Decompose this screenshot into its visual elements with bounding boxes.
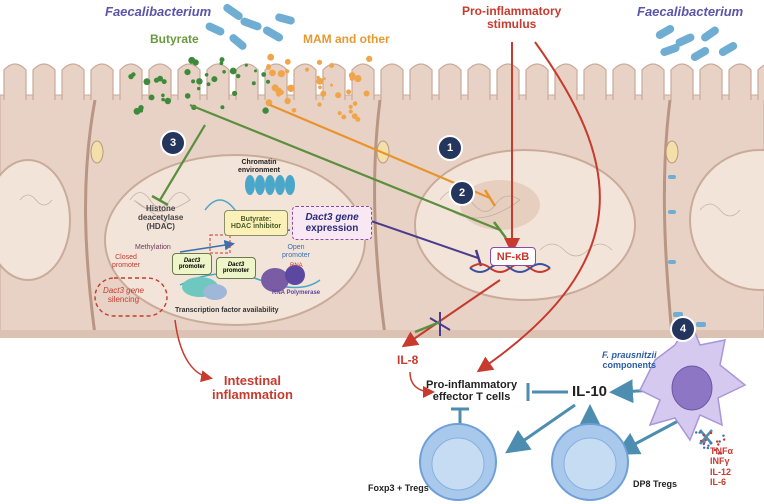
rna-polymerase-label: RNA Polymerase — [272, 290, 321, 296]
chromatin-label: Chromatin environment — [238, 159, 281, 174]
butyrate-dots — [128, 56, 270, 115]
marker-2: 2 — [449, 180, 475, 206]
effector-tcells-label: Pro-inflammatory effector T cells — [426, 379, 518, 404]
nucleus-right-edge — [689, 149, 764, 291]
faecalibacterium-left-label: Faecalibacterium — [105, 4, 212, 19]
closed-promoter-label: Closed promoter — [112, 254, 141, 269]
transcription-factor-label: Transcription factor availability — [175, 307, 279, 314]
stimulus-label: Pro-inflammatory stimulus — [462, 4, 562, 32]
faecalibacterium-right-label: Faecalibacterium — [637, 4, 744, 19]
mam-label: MAM and other — [303, 32, 390, 46]
nucleus-left-edge — [0, 159, 71, 281]
cytokine-list: TNFα INFγ IL-12 IL-6 — [710, 446, 734, 488]
cytokine-dots — [695, 431, 726, 455]
marker-1: 1 — [437, 135, 463, 161]
transcription-complex — [182, 265, 305, 300]
open-promoter-label: Open promoter — [282, 244, 311, 259]
dact3-inhibit-nfkb — [367, 219, 479, 259]
intestinal-inflammation-label: Intestinal inflammation — [212, 373, 293, 403]
nucleus-middle — [414, 149, 636, 301]
butyrate-label: Butyrate — [150, 32, 199, 46]
nucleus-main — [104, 154, 366, 326]
dact3-silencing-label: Dact3 gene silencing — [103, 286, 144, 304]
chromatin-coil — [245, 175, 295, 195]
bacteria-left — [205, 3, 295, 50]
hdac-label: Histone deacetylase (HDAC) — [138, 204, 184, 231]
il10-to-foxp3 — [505, 403, 576, 454]
silencing-to-inflammation — [174, 319, 213, 383]
marker-3: 3 — [160, 130, 186, 156]
bacteria-right — [655, 25, 738, 61]
rna-label: RNA — [290, 263, 303, 269]
dact3-expression-box: Dact3 gene expression — [292, 206, 372, 240]
nfkb-box: NF-κB — [490, 247, 536, 266]
marker-4: 4 — [670, 316, 696, 342]
nfkb-to-il8 — [401, 279, 501, 348]
stimulus-to-tcells — [476, 41, 601, 373]
il8-to-effector — [409, 371, 435, 398]
butyrate-hdac-line — [159, 124, 206, 201]
methylation-label: Methylation — [135, 244, 171, 251]
mam-dots — [265, 53, 373, 122]
hdac-inhibitor-box: Butyrate: HDAC inhibitor — [224, 210, 288, 236]
dc-to-dp8 — [614, 418, 681, 455]
dp8-tregs-label: DP8 Tregs — [633, 479, 678, 489]
il10-label: IL-10 — [572, 383, 608, 400]
dna-helix — [469, 263, 551, 273]
il8-label: IL-8 — [397, 353, 419, 367]
closed-promoter-ring — [94, 277, 168, 317]
dact3-promoter-closed: Dact3 promoter — [172, 253, 212, 275]
f-prausnitzii-label: F. prausnitzii components — [602, 350, 657, 370]
dact3-promoter-open: Dact3 promoter — [216, 257, 256, 279]
foxp3-tregs-label: Foxp3 + Tregs — [368, 483, 429, 493]
butyrate-inhibit-line — [189, 103, 501, 232]
